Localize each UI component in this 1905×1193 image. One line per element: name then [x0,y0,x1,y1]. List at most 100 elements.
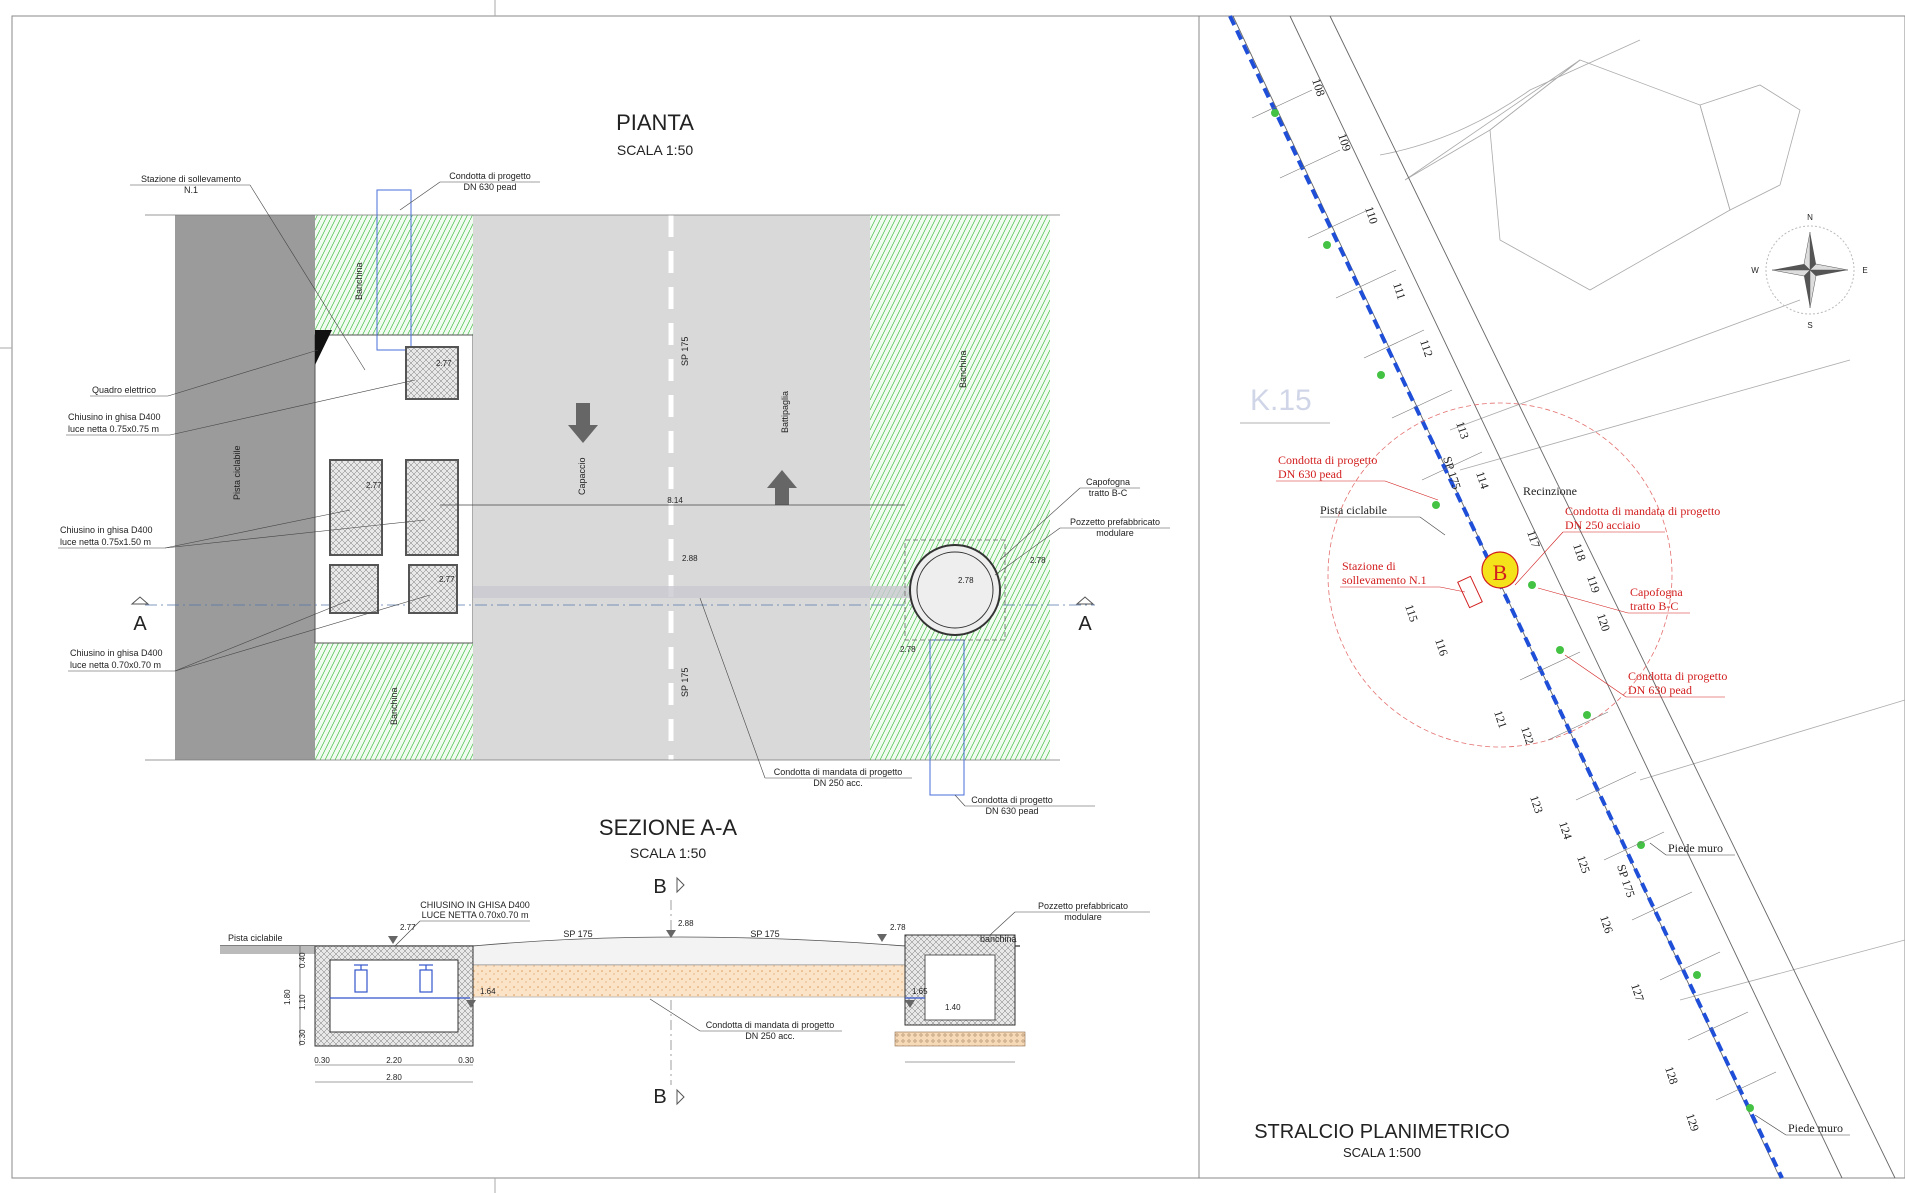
banchina-label-right: Banchina [958,350,968,388]
chiusino-075x150-left [329,459,383,556]
sec-128: 128 [1662,1065,1681,1086]
dim-280: 2.80 [386,1073,402,1082]
sp175-label-top: SP 175 [680,337,690,366]
road-pavement [472,936,906,966]
st-condotta2-a: Condotta di progetto [1628,669,1727,683]
callout-condotta-bot-a: Condotta di progetto [971,795,1053,805]
pozzetto-bedding [894,1031,1026,1047]
st-mandata-b: DN 250 acciaio [1565,518,1640,532]
sezione-title: SEZIONE A-A [599,815,737,840]
sez-elev-278: 2.78 [890,923,906,932]
st-recinzione: Recinzione [1523,484,1577,498]
sec-124: 124 [1556,820,1575,841]
valves [354,964,433,993]
callouts-right: Condotta di progetto DN 630 pead Capofog… [399,171,1170,816]
station-chamber-inside [329,959,459,1033]
callout-chiusino3-b: luce netta 0.70x0.70 m [70,660,161,670]
sec-109: 109 [1335,132,1354,153]
banchina-label-bottom: Banchina [389,687,399,725]
pipe-nodes [1271,109,1754,1112]
banchina-label-top: Banchina [354,262,364,300]
sec-120: 120 [1594,612,1613,633]
road-subbase [472,964,906,998]
callouts-left: Stazione di sollevamento N.1 Quadro elet… [58,174,431,672]
b-marker [1481,551,1519,589]
dim-814: 8.14 [667,496,683,505]
sec-108: 108 [1309,77,1328,98]
sezione-section: SEZIONE A-A SCALA 1:50 B B [220,815,1150,1108]
arrow-capaccio [568,403,598,443]
callout-condotta-bot-b: DN 630 pead [985,806,1038,816]
sez-mandata-b: DN 250 acc. [745,1031,795,1041]
elev-277-b: 2.77 [366,481,382,490]
section-numbers: 108 109 110 111 112 113 114 115 116 117 … [1309,77,1702,1133]
compass-rose: N S E W [1751,213,1867,330]
pianta-title: PIANTA [616,110,694,135]
b-marker-label: B [1493,560,1508,585]
section-mark-b-bottom: B [653,1086,666,1108]
capaccio-label: Capaccio [577,457,587,495]
dim-110: 1.10 [298,994,307,1010]
stralcio-sp175-a: SP 175 [1440,455,1464,492]
sez-chiusino-b: LUCE NETTA 0.70x0.70 m [422,910,529,920]
callout-pozzetto-a: Pozzetto prefabbricato [1070,517,1160,527]
stralcio-scale: SCALA 1:500 [1343,1145,1421,1160]
callout-capofogna-b: tratto B-C [1089,488,1128,498]
st-condotta1-b: DN 630 pead [1278,467,1342,481]
st-capofogna-a: Capofogna [1630,585,1683,599]
sec-129: 129 [1683,1112,1702,1133]
banchina-bottom [315,643,473,760]
dim-030-v: 0.30 [298,1029,307,1045]
elev-277-c: 2.77 [439,575,455,584]
callout-pozzetto-b: modulare [1096,528,1134,538]
battipaglia-label: Battipaglia [780,391,790,433]
callout-mandata-b: DN 250 acc. [813,778,863,788]
st-stazione-a: Stazione di [1342,559,1396,573]
section-dimensions [299,946,1015,1083]
banchina-top [315,215,473,345]
callout-chiusino2-b: luce netta 0.75x1.50 m [60,537,151,547]
sp175-label-bottom: SP 175 [680,668,690,697]
condotta-blue-line [1228,15,1784,1179]
section-ticks [1251,89,1777,1101]
arrow-battipaglia [767,470,797,505]
sec-119: 119 [1584,574,1603,595]
sec-112: 112 [1417,338,1436,359]
pozzetto-manhole [909,544,1001,636]
sec-125: 125 [1574,854,1593,875]
callout-mandata-a: Condotta di mandata di progetto [774,767,903,777]
chiusino-070x070-left [329,564,379,614]
sec-113: 113 [1453,420,1472,441]
condotta-pipe-top [376,189,412,351]
st-capofogna-b: tratto B-C [1630,599,1678,613]
callout-stazione-n: N.1 [184,185,198,195]
sez-pozzetto-b: modulare [1064,912,1102,922]
elev-278-b: 2.78 [1030,556,1046,565]
sec-111: 111 [1390,281,1409,302]
st-condotta2-b: DN 630 pead [1628,683,1692,697]
sezione-scale: SCALA 1:50 [630,845,706,861]
st-piede2: Piede muro [1788,1121,1843,1135]
dim-220: 2.20 [386,1056,402,1065]
sec-121: 121 [1491,709,1510,730]
elev-288: 2.88 [682,554,698,563]
callout-condotta-top-a: Condotta di progetto [449,171,531,181]
st-mandata-a: Condotta di mandata di progetto [1565,504,1720,518]
callout-chiusino3-a: Chiusino in ghisa D400 [70,648,163,658]
pista-ciclabile-strip [175,215,315,760]
sez-sp175-left: SP 175 [563,929,592,939]
k15-label: K.15 [1250,384,1312,417]
sec-114: 114 [1473,470,1492,491]
callout-chiusino2-a: Chiusino in ghisa D400 [60,525,153,535]
section-mark-a-right: A [1078,613,1092,635]
sez-elev-164: 1.64 [480,987,496,996]
chiusino-075x075 [405,346,459,400]
pista-slab [220,946,315,954]
st-piede1: Piede muro [1668,841,1723,855]
compass-n: N [1807,213,1813,222]
pianta-scale: SCALA 1:50 [617,142,693,158]
stralcio-title: STRALCIO PLANIMETRICO [1254,1121,1510,1143]
elev-278-c: 2.78 [900,645,916,654]
road-sp175-plan [1232,15,1896,1179]
